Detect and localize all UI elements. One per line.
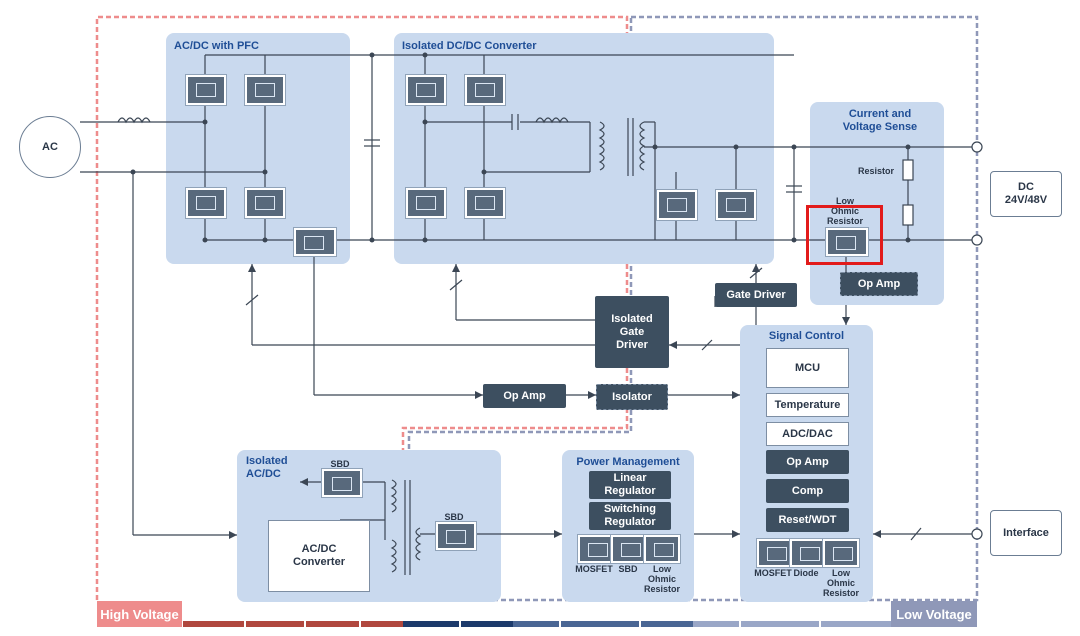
dc-output-label: DC 24V/48V [1004,181,1048,206]
pm-sbd-icon [611,535,645,563]
isolator-label: Isolator [612,390,652,403]
low-voltage-label: Low Voltage [891,601,977,627]
sc-mosfet-icon [757,539,791,567]
adc-dac-box: ADC/DAC [766,422,849,446]
sc-op-amp-label: Op Amp [786,455,829,468]
sc-low-ohmic-icon [823,539,859,567]
low-ohmic-resistor-label: Low Ohmic Resistor [826,196,863,226]
isolated-gate-driver-box: Isolated Gate Driver [595,296,669,368]
mid-op-amp-box: Op Amp [483,384,566,408]
pfc-shunt-resistor-icon [294,228,336,256]
linear-regulator-label: Linear Regulator [604,472,656,497]
dcdc-switch-3-icon [406,188,446,218]
pfc-switch-top-left-icon [186,75,226,105]
high-voltage-label: High Voltage [97,601,182,627]
sc-diode-icon [790,539,824,567]
dc-output-terminal: DC 24V/48V [990,171,1062,217]
dcdc-sync-switch-1-icon [657,190,697,220]
resistor-label: Resistor [857,166,894,176]
reset-wdt-box: Reset/WDT [766,508,849,532]
pm-low-ohmic-label: Low Ohmic Resistor [643,564,680,594]
dcdc-switch-2-icon [465,75,505,105]
gate-driver-box: Gate Driver [715,283,797,307]
dcdc-sync-switch-2-icon [716,190,756,220]
gate-driver-label: Gate Driver [726,288,786,301]
isolated-dcdc-title: Isolated DC/DC Converter [402,40,537,52]
sc-op-amp-box: Op Amp [766,450,849,474]
reset-wdt-label: Reset/WDT [778,513,837,526]
switching-regulator-box: Switching Regulator [589,502,671,530]
interface-terminal: Interface [990,510,1062,556]
interface-label: Interface [1003,526,1049,539]
isolated-gate-driver-label: Isolated Gate Driver [611,312,653,351]
ac-source-circle: AC [19,116,81,178]
pm-mosfet-icon [578,535,612,563]
sc-diode-label: Diode [793,568,819,578]
current-voltage-sense-title: Current and Voltage Sense [842,108,918,133]
low-ohmic-resistor-icon [826,228,868,256]
acdc-converter-label: AC/DC Converter [293,543,345,568]
acdc-pfc-title: AC/DC with PFC [174,40,259,52]
isolator-box: Isolator [596,384,668,410]
sbd-top-label: SBD [330,459,350,469]
linear-regulator-box: Linear Regulator [589,471,671,499]
mid-op-amp-label: Op Amp [503,389,546,402]
sense-op-amp-box: Op Amp [840,272,918,296]
sbd-mid-label: SBD [444,512,464,522]
mcu-box: MCU [766,348,849,388]
sbd-mid-icon [436,522,476,550]
pm-low-ohmic-icon [644,535,680,563]
sense-op-amp-label: Op Amp [857,277,901,290]
sbd-top-icon [322,469,362,497]
sc-mosfet-label: MOSFET [754,568,792,578]
highlight-box [806,205,883,265]
power-management-title: Power Management [576,456,680,468]
sc-low-ohmic-label: Low Ohmic Resistor [822,568,859,598]
signal-control-title: Signal Control [768,330,845,342]
pfc-switch-bottom-left-icon [186,188,226,218]
adc-dac-label: ADC/DAC [782,427,833,440]
mcu-label: MCU [794,361,821,374]
pm-sbd-label: SBD [618,564,638,574]
pfc-switch-bottom-right-icon [245,188,285,218]
dcdc-switch-4-icon [465,188,505,218]
dcdc-switch-1-icon [406,75,446,105]
temperature-label: Temperature [774,398,841,411]
temperature-box: Temperature [766,393,849,417]
pm-mosfet-label: MOSFET [575,564,613,574]
comp-label: Comp [791,484,824,497]
switching-regulator-label: Switching Regulator [604,503,656,528]
acdc-converter-box: AC/DC Converter [268,520,370,592]
pfc-switch-top-right-icon [245,75,285,105]
ac-source-label: AC [42,141,58,153]
isolated-acdc-title: Isolated AC/DC [246,455,288,480]
comp-box: Comp [766,479,849,503]
